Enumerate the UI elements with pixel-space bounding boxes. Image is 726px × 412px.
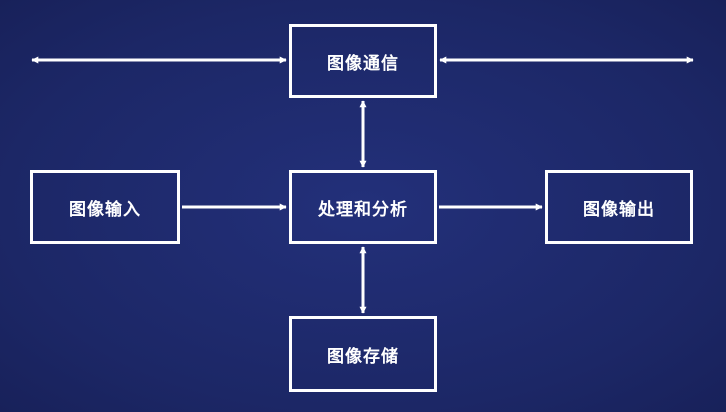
node-image-input: 图像输入 xyxy=(30,170,180,244)
node-image-storage: 图像存储 xyxy=(289,316,437,392)
node-label: 图像输出 xyxy=(583,199,655,220)
node-label: 图像存储 xyxy=(327,346,399,367)
node-processing-analysis: 处理和分析 xyxy=(289,170,437,244)
node-image-communication: 图像通信 xyxy=(289,24,437,98)
node-label: 图像输入 xyxy=(69,199,141,220)
node-label: 图像通信 xyxy=(327,53,399,74)
node-image-output: 图像输出 xyxy=(545,170,693,244)
node-label: 处理和分析 xyxy=(318,199,408,220)
